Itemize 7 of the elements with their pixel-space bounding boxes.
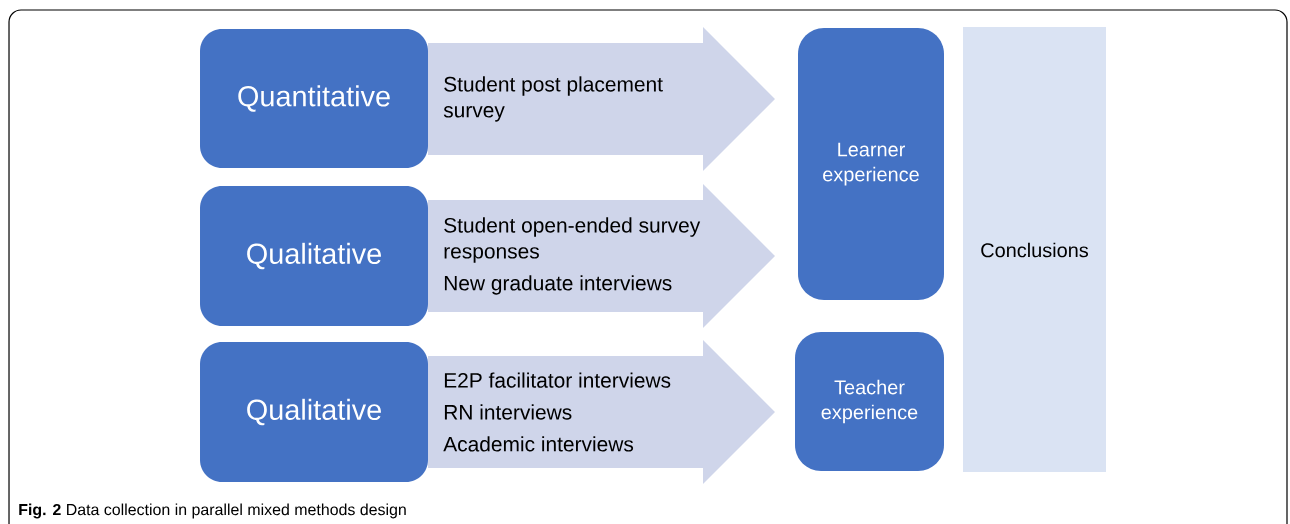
conclusion-band: Conclusions — [963, 27, 1106, 472]
rounded-box: Qualitative — [200, 342, 428, 482]
caption: Fig. 2 Data collection in parallel mixed methods design — [19, 503, 406, 519]
rounded-box: Quantitative — [200, 29, 428, 168]
rounded-box: Learner experience — [798, 28, 944, 300]
rounded-box: Teacher experience — [795, 332, 944, 471]
rounded-box: Qualitative — [200, 186, 428, 326]
